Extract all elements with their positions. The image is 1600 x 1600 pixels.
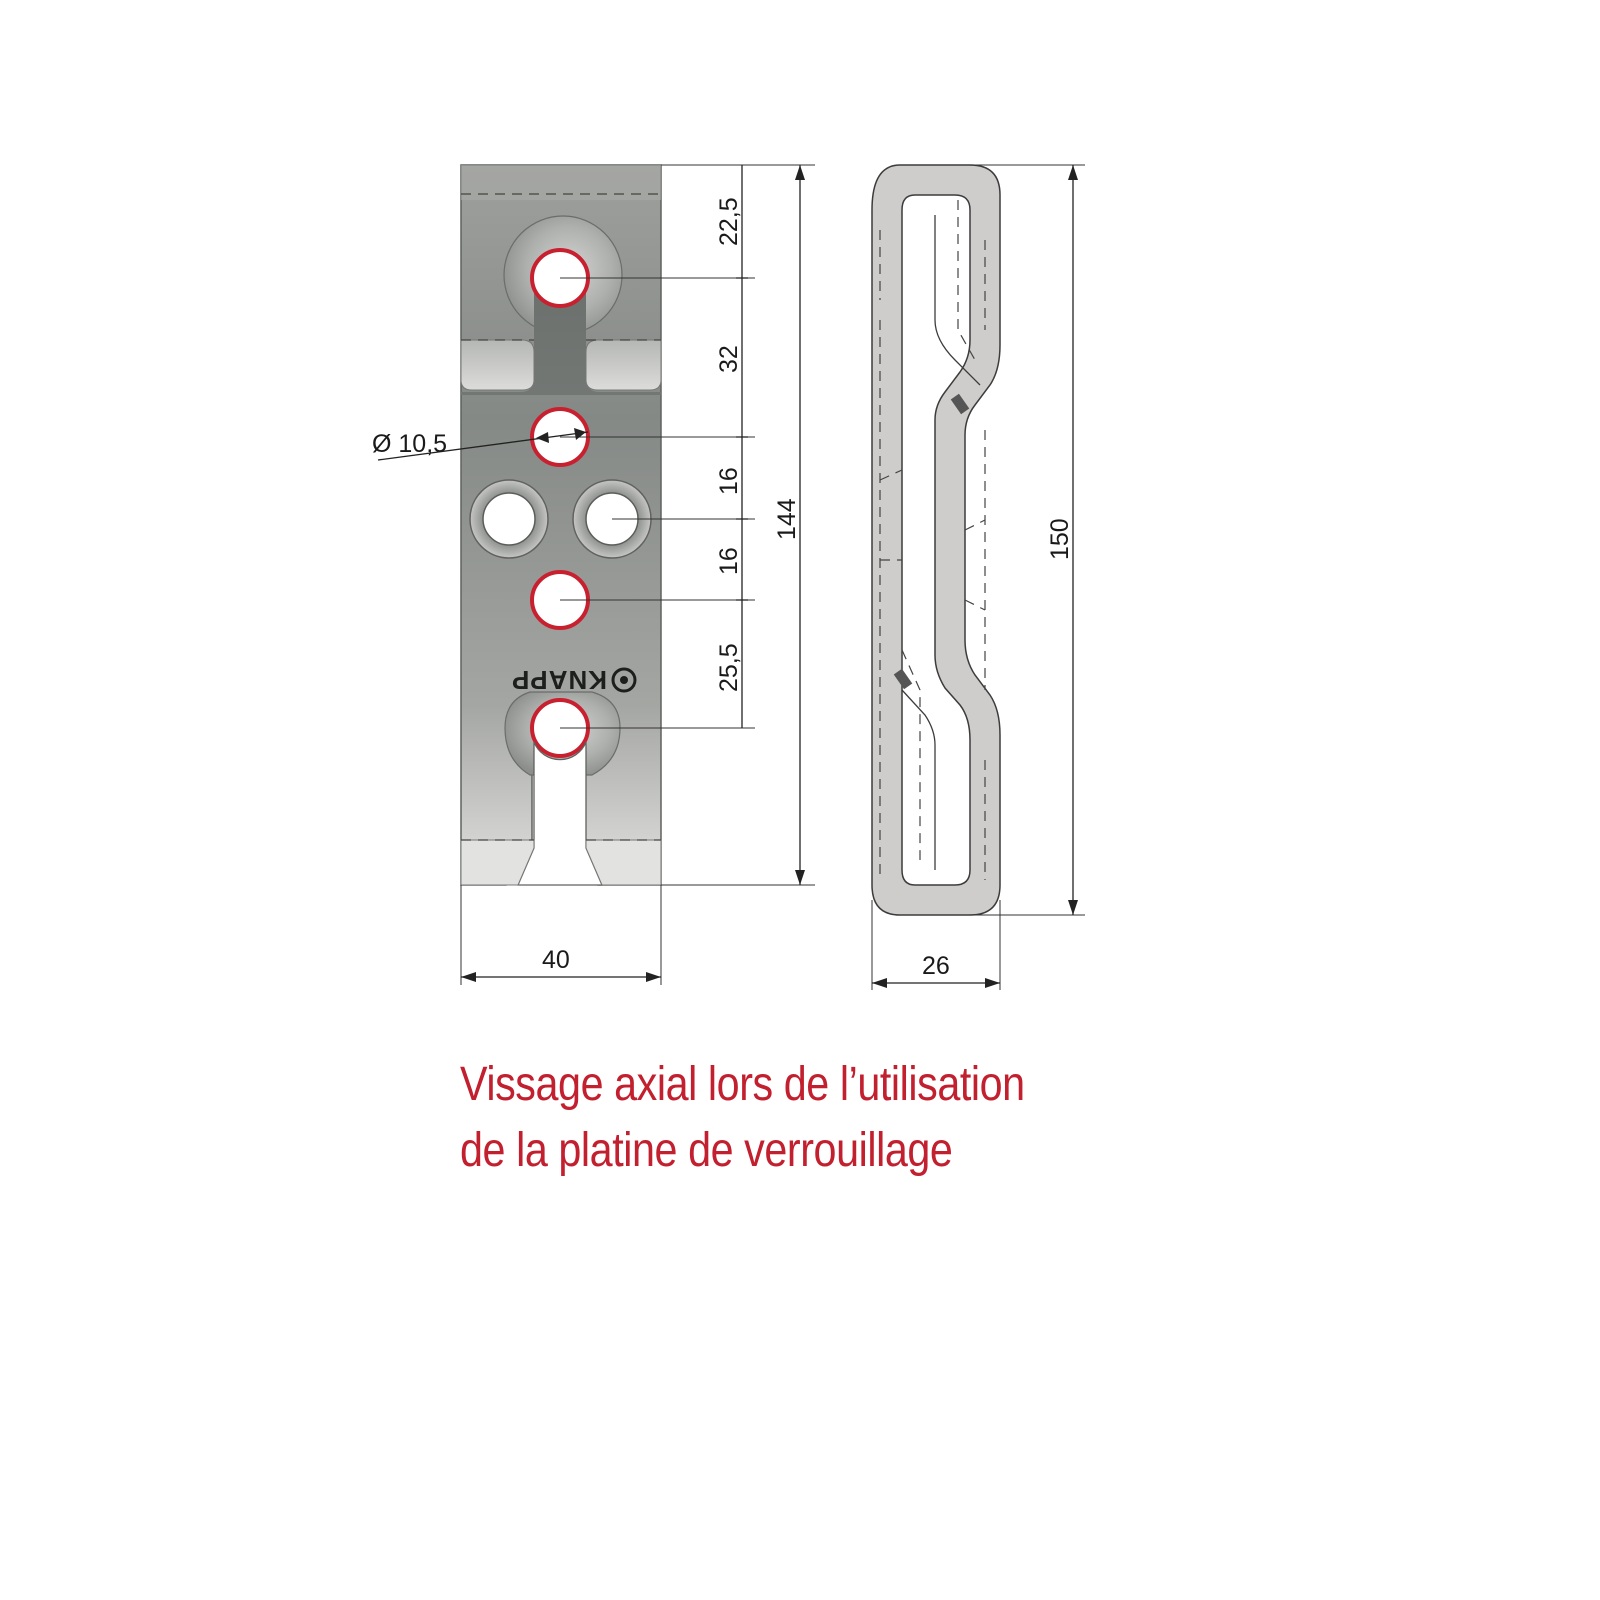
- side-profile: [871, 164, 1001, 916]
- upper-flap-left: [460, 339, 535, 391]
- dim-pitch-4: 25,5: [715, 643, 743, 692]
- dim-side-height: 150: [1046, 518, 1074, 560]
- lower-flap-right: [585, 839, 662, 886]
- caption-line-1: Vissage axial lors de l’utilisation: [460, 1058, 1025, 1111]
- hole-left-countersunk: [469, 479, 549, 559]
- front-view: KNAPP: [460, 164, 662, 886]
- dim-width: 40: [542, 946, 570, 974]
- dim-overall-height: 144: [773, 498, 801, 540]
- dim-pitch-2: 16: [715, 467, 743, 495]
- dim-pitch-1: 32: [715, 345, 743, 373]
- spine: [461, 275, 661, 395]
- front-view-dimensions: 22,5 32 16 16 25,5 144 Ø 10,5 40: [372, 164, 815, 985]
- side-view-dimensions: 150 26: [871, 164, 1085, 990]
- dim-pitch-3: 16: [715, 547, 743, 575]
- caption-line-2: de la platine de verrouillage: [460, 1124, 953, 1177]
- dim-hole-diameter: Ø 10,5: [372, 430, 447, 458]
- upper-flap-right: [585, 339, 662, 391]
- logo-text: KNAPP: [511, 665, 607, 695]
- knapp-logo: KNAPP: [511, 665, 637, 695]
- side-view: [871, 164, 1001, 916]
- logo-emblem-icon: [611, 667, 637, 693]
- dim-top-offset: 22,5: [715, 197, 743, 246]
- dim-side-depth: 26: [922, 952, 950, 980]
- caption: Vissage axial lors de l’utilisation de l…: [460, 1052, 1320, 1184]
